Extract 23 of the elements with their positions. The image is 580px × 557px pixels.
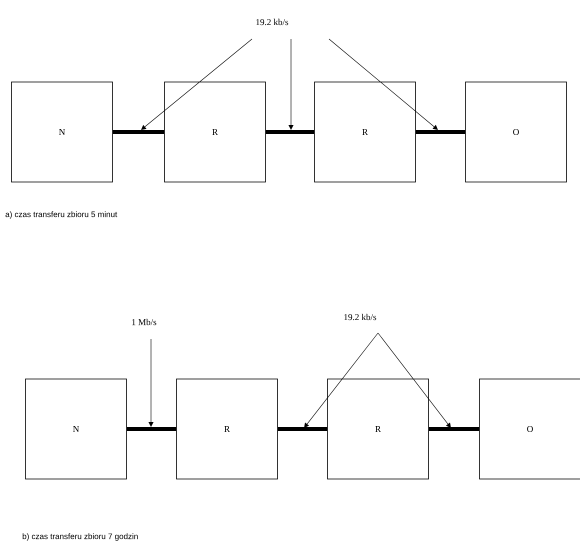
rate-label: 19.2 kb/s [256, 18, 288, 26]
node-box: R [314, 82, 416, 182]
link-line [278, 427, 328, 431]
node-box: R [176, 378, 278, 480]
rate-label: 1 Mb/s [132, 318, 156, 326]
node-box: R [327, 378, 429, 480]
leader-line [328, 38, 438, 130]
link-line [266, 130, 314, 134]
caption: a) czas transferu zbioru 5 minut [6, 211, 118, 219]
leader-line [141, 38, 252, 130]
node-box: O [479, 378, 580, 480]
node-box: R [164, 82, 266, 182]
leader-line [304, 332, 378, 428]
link-line [428, 427, 480, 431]
link-line [416, 130, 466, 134]
node-box: O [465, 82, 567, 182]
node-box: N [11, 82, 113, 182]
link-line [126, 427, 176, 431]
rate-label: 19.2 kb/s [344, 314, 376, 320]
link-line [112, 130, 164, 134]
node-box: N [25, 378, 127, 480]
leader-line [378, 332, 451, 428]
caption: b) czas transferu zbioru 7 godzin [22, 533, 138, 541]
